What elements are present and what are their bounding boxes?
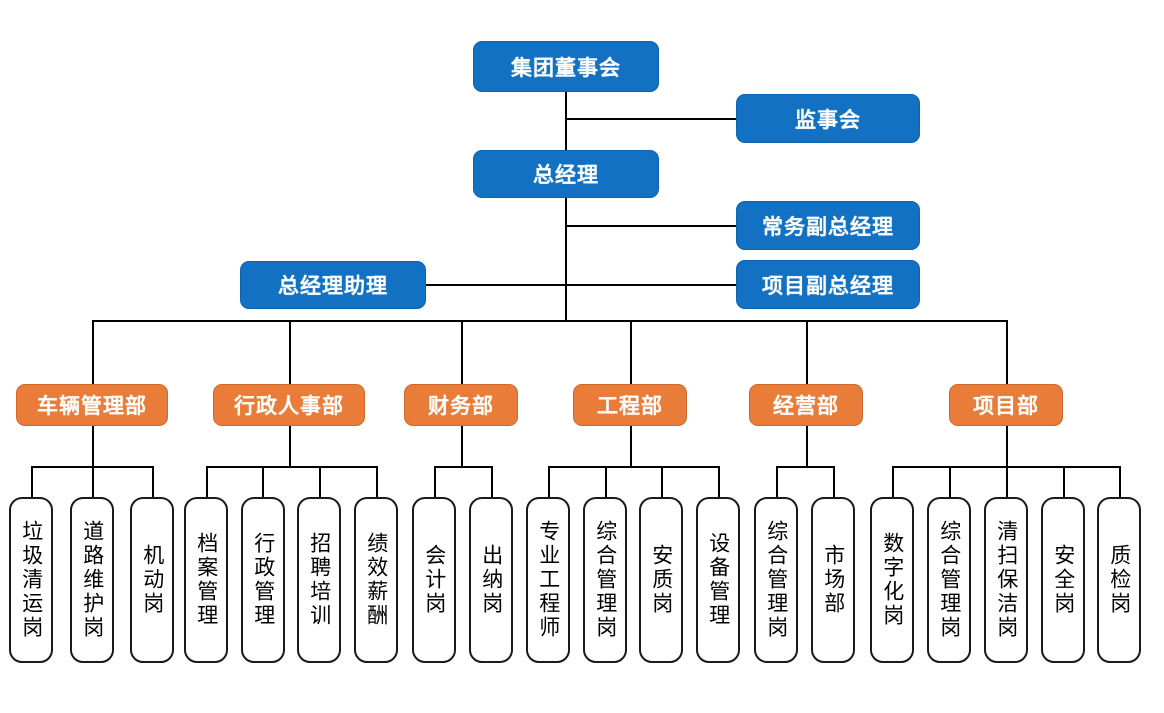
node-gm-assistant[interactable]: 总经理助理 xyxy=(240,261,426,309)
position-label: 绩效薪酬 xyxy=(364,532,388,628)
position-box-5-0[interactable]: 数字化岗 xyxy=(870,497,914,663)
node-department-2[interactable]: 财务部 xyxy=(404,384,518,426)
dept-stem-0 xyxy=(92,320,94,384)
node-board[interactable]: 集团董事会 xyxy=(473,41,659,92)
position-box-1-2[interactable]: 招聘培训 xyxy=(297,497,341,663)
dept-5-leaf-stem-2 xyxy=(1006,466,1008,498)
position-label: 档案管理 xyxy=(194,532,218,628)
node-project-deputy-gm[interactable]: 项目副总经理 xyxy=(736,260,920,309)
dept-5-leaf-stem-3 xyxy=(1063,466,1065,498)
dept-3-leaf-stem-1 xyxy=(605,466,607,498)
position-label: 道路维护岗 xyxy=(80,520,104,640)
dept-stem-4 xyxy=(806,320,808,384)
node-department-3[interactable]: 工程部 xyxy=(573,384,687,426)
node-department-1[interactable]: 行政人事部 xyxy=(213,384,365,426)
dept-5-down-stem xyxy=(1006,426,1008,466)
dept-5-leaf-stem-4 xyxy=(1119,466,1121,498)
dept-3-leaf-stem-3 xyxy=(718,466,720,498)
dept-0-leaf-stem-2 xyxy=(152,466,154,498)
node-executive-deputy-gm[interactable]: 常务副总经理 xyxy=(736,201,920,250)
position-box-1-0[interactable]: 档案管理 xyxy=(184,497,228,663)
position-box-5-2[interactable]: 清扫保洁岗 xyxy=(984,497,1028,663)
dept-0-leaf-stem-1 xyxy=(92,466,94,498)
dept-4-down-stem xyxy=(806,426,808,466)
dept-2-sub-bus xyxy=(434,466,492,468)
dept-3-sub-bus xyxy=(548,466,718,468)
position-label: 会计岗 xyxy=(422,544,446,616)
position-label: 清扫保洁岗 xyxy=(994,520,1018,640)
position-label: 出纳岗 xyxy=(479,544,503,616)
position-box-0-0[interactable]: 垃圾清运岗 xyxy=(9,497,53,663)
position-box-3-1[interactable]: 综合管理岗 xyxy=(583,497,627,663)
dept-5-leaf-stem-1 xyxy=(949,466,951,498)
dept-3-leaf-stem-0 xyxy=(548,466,550,498)
connector-gm-to-exec-deputy xyxy=(565,225,736,227)
position-label: 机动岗 xyxy=(140,544,164,616)
dept-stem-5 xyxy=(1006,320,1008,384)
dept-1-down-stem xyxy=(289,426,291,466)
department-bus-line xyxy=(92,320,1007,322)
position-label: 专业工程师 xyxy=(536,520,560,640)
dept-1-sub-bus xyxy=(206,466,376,468)
dept-1-leaf-stem-1 xyxy=(262,466,264,498)
position-label: 综合管理岗 xyxy=(593,520,617,640)
dept-stem-2 xyxy=(461,320,463,384)
position-box-5-1[interactable]: 综合管理岗 xyxy=(927,497,971,663)
dept-2-leaf-stem-0 xyxy=(434,466,436,498)
position-box-2-0[interactable]: 会计岗 xyxy=(412,497,456,663)
position-box-5-4[interactable]: 质检岗 xyxy=(1097,497,1141,663)
position-box-3-0[interactable]: 专业工程师 xyxy=(526,497,570,663)
position-label: 数字化岗 xyxy=(880,532,904,628)
position-box-4-0[interactable]: 综合管理岗 xyxy=(754,497,798,663)
position-box-3-3[interactable]: 设备管理 xyxy=(696,497,740,663)
connector-gm-spine-to-supervisory xyxy=(565,118,736,120)
position-box-3-2[interactable]: 安质岗 xyxy=(639,497,683,663)
dept-stem-1 xyxy=(289,320,291,384)
dept-2-leaf-stem-1 xyxy=(491,466,493,498)
dept-3-leaf-stem-2 xyxy=(661,466,663,498)
position-box-4-1[interactable]: 市场部 xyxy=(811,497,855,663)
position-label: 市场部 xyxy=(821,544,845,616)
position-label: 行政管理 xyxy=(251,532,275,628)
dept-4-sub-bus xyxy=(776,466,834,468)
dept-4-leaf-stem-1 xyxy=(833,466,835,498)
dept-1-leaf-stem-2 xyxy=(319,466,321,498)
position-label: 安质岗 xyxy=(649,544,673,616)
dept-1-leaf-stem-3 xyxy=(376,466,378,498)
node-department-4[interactable]: 经营部 xyxy=(749,384,863,426)
position-label: 招聘培训 xyxy=(307,532,331,628)
connector-gm-to-dept-bus xyxy=(565,198,567,322)
dept-1-leaf-stem-0 xyxy=(206,466,208,498)
dept-0-leaf-stem-0 xyxy=(31,466,33,498)
dept-5-leaf-stem-0 xyxy=(892,466,894,498)
dept-2-down-stem xyxy=(461,426,463,466)
position-box-0-2[interactable]: 机动岗 xyxy=(130,497,174,663)
position-box-5-3[interactable]: 安全岗 xyxy=(1041,497,1085,663)
position-label: 垃圾清运岗 xyxy=(19,520,43,640)
position-box-1-3[interactable]: 绩效薪酬 xyxy=(354,497,398,663)
position-box-0-1[interactable]: 道路维护岗 xyxy=(70,497,114,663)
position-box-1-1[interactable]: 行政管理 xyxy=(241,497,285,663)
connector-gm-assistant-to-spine xyxy=(426,284,566,286)
position-label: 综合管理岗 xyxy=(764,520,788,640)
node-department-5[interactable]: 项目部 xyxy=(949,384,1063,426)
dept-4-leaf-stem-0 xyxy=(776,466,778,498)
node-department-0[interactable]: 车辆管理部 xyxy=(16,384,168,426)
position-label: 设备管理 xyxy=(706,532,730,628)
position-box-2-1[interactable]: 出纳岗 xyxy=(469,497,513,663)
connector-gm-to-project-deputy xyxy=(565,284,736,286)
position-label: 质检岗 xyxy=(1107,544,1131,616)
node-supervisory-board[interactable]: 监事会 xyxy=(736,94,920,143)
position-label: 综合管理岗 xyxy=(937,520,961,640)
node-general-manager[interactable]: 总经理 xyxy=(473,150,659,198)
position-label: 安全岗 xyxy=(1051,544,1075,616)
dept-stem-3 xyxy=(630,320,632,384)
dept-0-down-stem xyxy=(92,426,94,466)
connector-board-to-gm xyxy=(565,92,567,152)
dept-3-down-stem xyxy=(630,426,632,466)
